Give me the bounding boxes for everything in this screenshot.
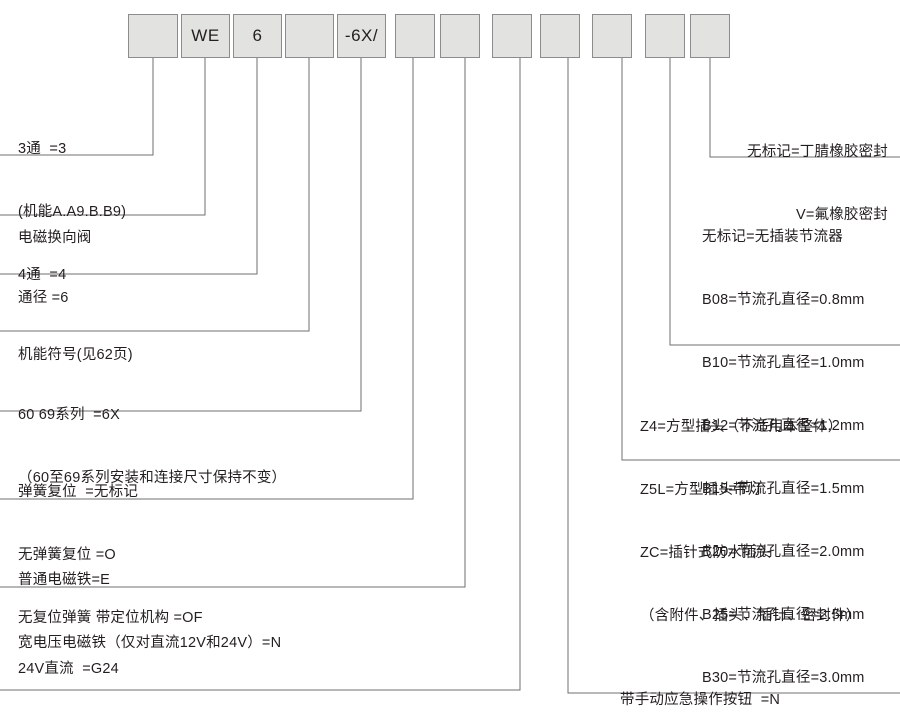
- code-box-ways[interactable]: [128, 14, 178, 58]
- label-line: V=氟橡胶密封: [795, 207, 888, 223]
- label-line: B12=节流孔直径=1.2mm: [702, 418, 865, 434]
- label-line: 宽电压电磁铁（仅对直流12V和24V）=N: [18, 635, 282, 651]
- label-line: B10=节流孔直径=1.0mm: [702, 355, 865, 371]
- label-line: 无标记=无插装节流器: [702, 229, 843, 245]
- label-line: ZC=插针式防水插头: [640, 545, 772, 561]
- label-line: 弹簧复位 =无标记: [18, 484, 139, 500]
- label-nominal-size: 通径 =6: [18, 246, 69, 351]
- label-line: B25=节流孔直径=2.5mm: [702, 607, 865, 623]
- label-line: 通径 =6: [18, 290, 69, 306]
- label-line: 无标记=丁腈橡胶密封: [747, 144, 888, 160]
- label-solenoid-type: 普通电磁铁=E 宽电压电磁铁（仅对直流12V和24V）=N: [18, 528, 281, 696]
- code-box-seal-material[interactable]: [690, 14, 730, 58]
- label-throttle-insert: 无标记=无插装节流器 B08=节流孔直径=0.8mm B10=节流孔直径=1.0…: [702, 185, 865, 723]
- label-manual-override: 带手动应急操作按钮 =N: [620, 648, 780, 723]
- label-line: （含附件、插头、插针、密封件）: [640, 608, 861, 624]
- code-box-connector-plug[interactable]: [592, 14, 632, 58]
- label-line: (机能A.A9.B.B9): [18, 204, 127, 220]
- code-box-function-symbol[interactable]: [285, 14, 334, 58]
- label-function-symbol: 机能符号(见62页): [18, 303, 133, 408]
- label-line: 3通 =3: [18, 141, 67, 157]
- label-seal-material: 无标记=丁腈橡胶密封 V=氟橡胶密封: [638, 100, 888, 268]
- label-line: 24V直流 =G24: [18, 661, 119, 677]
- label-line: 机能符号(见62页): [18, 347, 133, 363]
- code-box-nominal-size[interactable]: 6: [233, 14, 282, 58]
- label-line: B15=节流孔直径=1.5mm: [702, 481, 865, 497]
- label-line: 电磁换向阀: [18, 230, 92, 246]
- code-box-voltage[interactable]: [492, 14, 532, 58]
- code-box-label: -6X/: [344, 26, 379, 45]
- label-valve-type: 电磁换向阀: [18, 186, 92, 291]
- label-line: 无弹簧复位 =O: [18, 547, 116, 563]
- code-box-throttle-insert[interactable]: [645, 14, 685, 58]
- label-line: 4通 =4: [18, 267, 67, 283]
- label-line: （60至69系列安装和连接尺寸保持不变）: [18, 470, 287, 486]
- code-box-spring-return[interactable]: [395, 14, 435, 58]
- label-line: B08=节流孔直径=0.8mm: [702, 292, 865, 308]
- code-box-valve-type[interactable]: WE: [181, 14, 230, 58]
- label-voltage: 24V直流 =G24 220V交流.50Hz =W220-50 220V交流本整…: [18, 617, 198, 723]
- label-line: 带手动应急操作按钮 =N: [620, 692, 781, 708]
- label-line: Z4=方型插头（不适用本整体）: [640, 419, 843, 435]
- label-line: 普通电磁铁=E: [18, 572, 111, 588]
- label-connector-plug: Z4=方型插头（不适用本整体） Z5L=方型插头带灯 ZC=插针式防水插头 （含…: [640, 375, 861, 669]
- code-box-label: 6: [252, 26, 263, 45]
- label-line: B30=节流孔直径=3.0mm: [702, 670, 865, 686]
- label-ways: 3通 =3 (机能A.A9.B.B9) 4通 =4: [18, 97, 126, 328]
- label-line: 60 69系列 =6X: [18, 407, 120, 423]
- label-line: 无复位弹簧 带定位机构 =OF: [18, 610, 203, 626]
- code-box-solenoid-type[interactable]: [440, 14, 480, 58]
- code-box-manual-override[interactable]: [540, 14, 580, 58]
- code-box-label: WE: [191, 26, 220, 45]
- label-line: Z5L=方型插头带灯: [640, 482, 763, 498]
- code-box-series[interactable]: -6X/: [337, 14, 386, 58]
- label-series: 60 69系列 =6X （60至69系列安装和连接尺寸保持不变）: [18, 363, 286, 531]
- label-spring-return: 弹簧复位 =无标记 无弹簧复位 =O 无复位弹簧 带定位机构 =OF: [18, 440, 203, 671]
- label-line: B20=节流孔直径=2.0mm: [702, 544, 865, 560]
